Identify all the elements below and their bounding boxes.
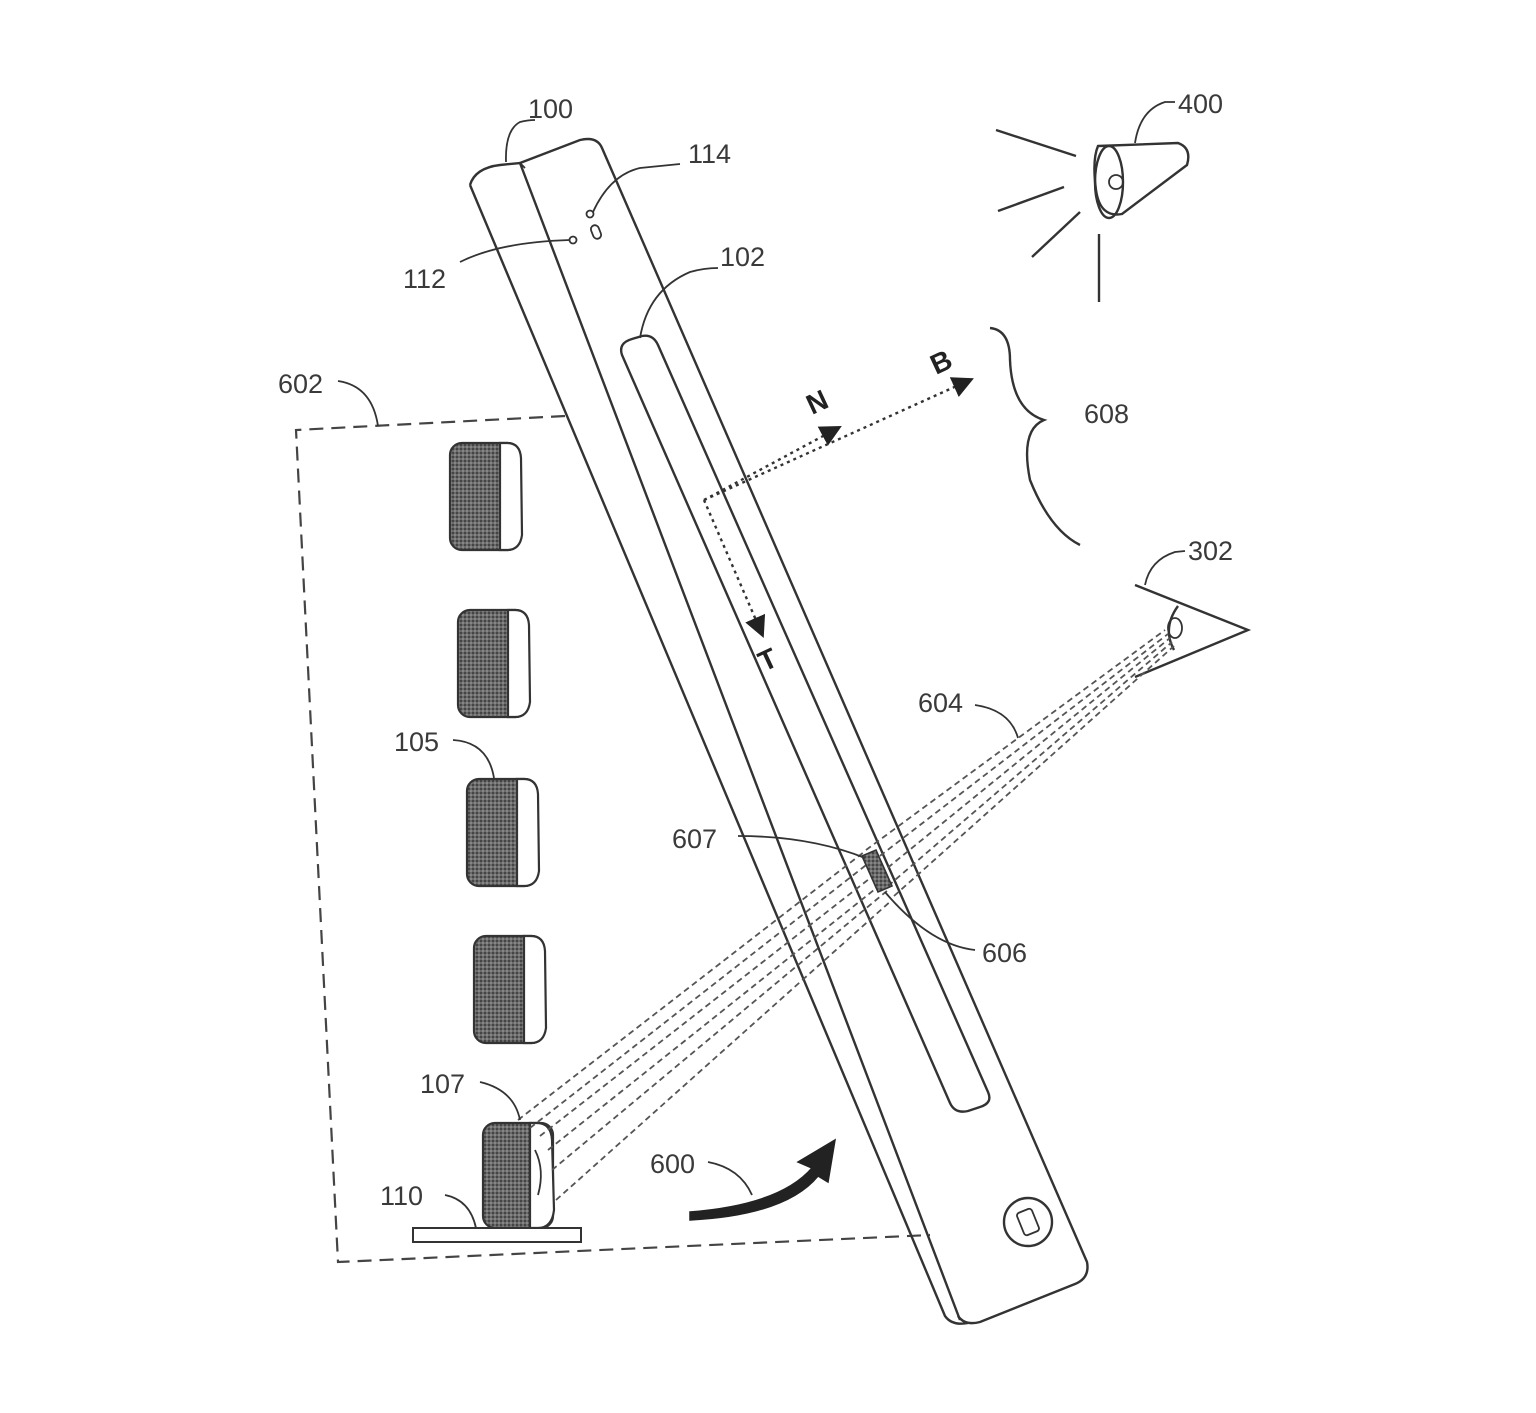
axis-label-t: T <box>753 642 782 677</box>
label-602: 602 <box>278 369 323 399</box>
label-302: 302 <box>1188 536 1233 566</box>
label-107: 107 <box>420 1069 465 1099</box>
sensor-112 <box>568 235 578 245</box>
axis-vectors <box>702 377 974 638</box>
virtual-block-107 <box>481 1121 556 1230</box>
reflection-rays <box>517 851 893 1201</box>
label-600: 600 <box>650 1149 695 1179</box>
label-112: 112 <box>403 264 446 294</box>
axis-label-b: B <box>925 344 956 381</box>
device-body <box>468 137 1089 1325</box>
display-panel <box>619 334 991 1113</box>
label-110: 110 <box>380 1181 423 1211</box>
virtual-block-2 <box>456 608 532 719</box>
sight-line-604 <box>865 629 1175 897</box>
region-602 <box>294 414 931 1264</box>
label-100: 100 <box>528 94 573 124</box>
leader-lines <box>337 101 1186 1229</box>
brace-608 <box>989 326 1081 547</box>
eye-icon <box>1134 583 1252 679</box>
sensor-114 <box>585 209 603 240</box>
reference-numerals: 100 114 112 102 400 302 602 608 604 105 … <box>278 89 1233 1211</box>
home-button-icon <box>1002 1196 1054 1248</box>
label-607: 607 <box>672 824 717 854</box>
label-606: 606 <box>982 938 1027 968</box>
rotation-arrow-600 <box>689 1138 837 1221</box>
label-114: 114 <box>688 139 731 169</box>
surface-110 <box>412 1227 582 1243</box>
light-source-icon <box>995 128 1190 302</box>
reflection-point <box>860 848 894 894</box>
virtual-block-4 <box>472 934 548 1045</box>
label-102: 102 <box>720 242 765 272</box>
virtual-block-105 <box>465 777 541 888</box>
virtual-block-1 <box>448 441 524 552</box>
label-105: 105 <box>394 727 439 757</box>
label-400: 400 <box>1178 89 1223 119</box>
label-608: 608 <box>1084 399 1129 429</box>
axis-label-n: N <box>801 384 832 421</box>
label-604: 604 <box>918 688 963 718</box>
